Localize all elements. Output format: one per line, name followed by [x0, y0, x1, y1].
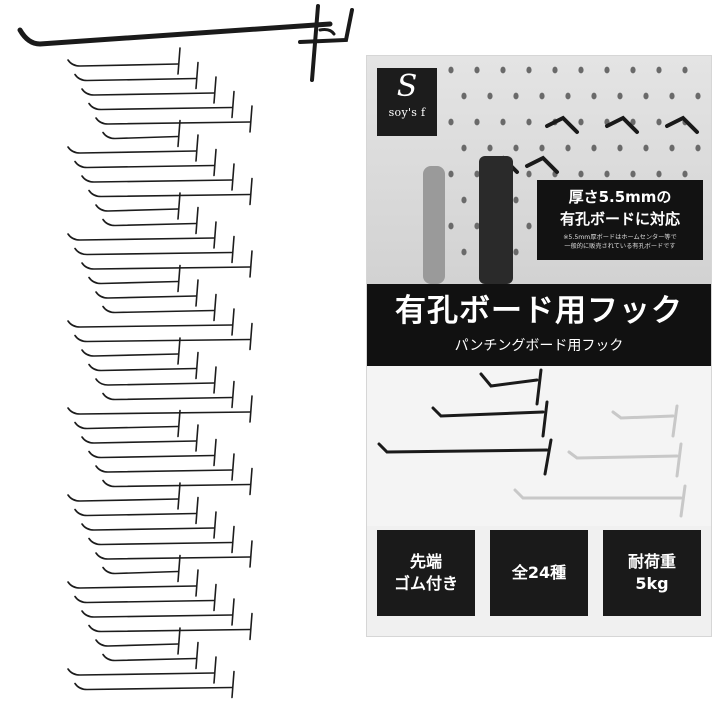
thickness-note-2: 一般的に販売されている有孔ボードです	[564, 243, 676, 250]
pegboard-photo: S soy's f 厚さ5.5mmの 有孔ボードに対応 ※5.5mm厚ボードはホ…	[367, 56, 711, 284]
product-info-panel: S soy's f 厚さ5.5mmの 有孔ボードに対応 ※5.5mm厚ボードはホ…	[366, 55, 712, 637]
brand-monogram: S	[396, 69, 418, 104]
top-hook-icon	[17, 4, 354, 82]
product-subtitle: パンチングボード用フック	[454, 338, 624, 354]
feature-rubber-tip: 先端 ゴム付き	[377, 530, 475, 616]
brand-name: soy's f	[388, 106, 426, 119]
brand-logo: S soy's f	[377, 68, 437, 136]
feature-load-capacity: 耐荷重 5kg	[603, 530, 701, 616]
silver-hooks-icon	[513, 404, 687, 518]
product-title: 有孔ボード用フック	[395, 293, 683, 329]
stacked-hooks-illustration	[17, 4, 354, 699]
hook-rows	[67, 47, 253, 699]
thickness-line2: 有孔ボードに対応	[559, 210, 680, 228]
black-hooks-icon	[377, 368, 553, 476]
title-band: 有孔ボード用フック パンチングボード用フック	[367, 284, 711, 366]
thickness-badge: 厚さ5.5mmの 有孔ボードに対応 ※5.5mm厚ボードはホームセンター等で 一…	[537, 180, 703, 260]
thickness-line1: 厚さ5.5mmの	[568, 188, 672, 206]
hook-samples-photo	[367, 366, 711, 526]
thickness-note-1: ※5.5mm厚ボードはホームセンター等で	[563, 234, 677, 241]
feature-24-types: 全24種	[490, 530, 588, 616]
